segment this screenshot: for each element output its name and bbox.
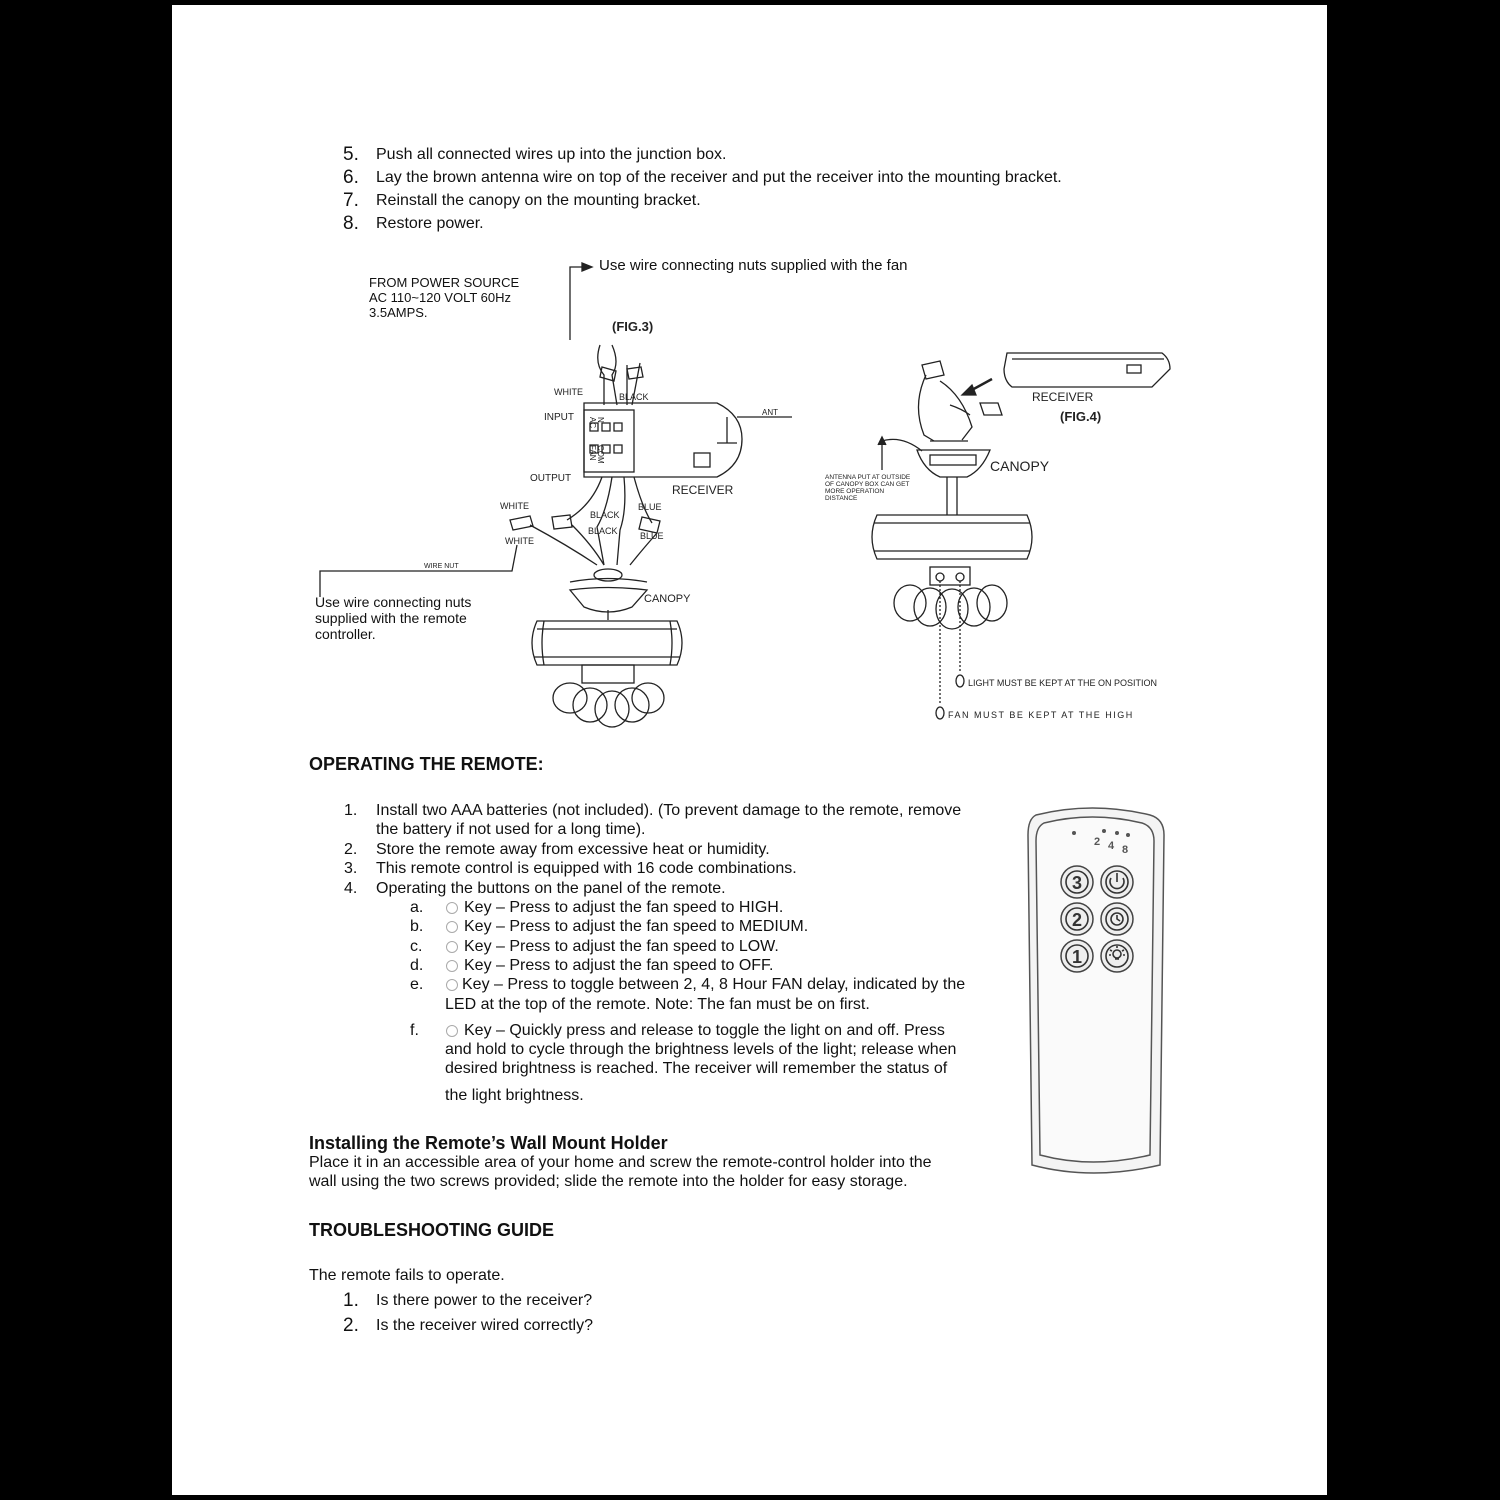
sub-line: desired brightness is reached. The recei… [445,1060,948,1077]
antenna-note-line: MORE OPERATION [825,488,884,495]
remote-control-illustration: 2 4 8 [1027,807,1165,1174]
speed-3-icon [446,902,458,914]
operating-item-number: 2. [344,841,358,858]
power-source-line: AC 110~120 VOLT 60Hz [369,290,512,305]
power-icon [1109,877,1125,890]
operating-item-line: the battery if not used for a long time)… [376,821,646,838]
fig3-label: (FIG.3) [612,319,653,334]
svg-text:COM: COM [596,445,605,464]
timer-icon [446,979,458,991]
troubleshoot-number: 2. [343,1315,359,1336]
label-output: OUTPUT [530,473,571,484]
button-1-label: 1 [1072,947,1082,967]
operating-item-line: Operating the buttons on the panel of th… [376,880,726,897]
troubleshooting-heading: TROUBLESHOOTING GUIDE [309,1220,555,1240]
operating-item-number: 1. [344,802,358,819]
label-canopy-fig4: CANOPY [990,458,1050,474]
sub-line: Key – Press to toggle between 2, 4, 8 Ho… [462,976,966,993]
fig3-wiring-diagram: WHITE BLACK INPUT ANT OUTPUT RECEIVER WH… [319,262,792,728]
fig3-top-note: Use wire connecting nuts supplied with t… [599,257,908,274]
sub-line: LED at the top of the remote. Note: The … [445,996,870,1013]
label-white-out: WHITE [500,501,529,511]
label-black-out2: BLACK [588,526,618,536]
remote-nuts-line: supplied with the remote [315,610,467,626]
step-number: 7. [343,190,359,211]
speed-1-icon [446,941,458,953]
led-label-8: 8 [1122,844,1128,856]
operating-item-line: Store the remote away from excessive hea… [376,841,770,858]
svg-text:N: N [596,417,605,423]
label-white-out2: WHITE [505,536,534,546]
sub-line: Key – Quickly press and release to toggl… [464,1022,945,1039]
label-receiver-fig4: RECEIVER [1032,390,1094,404]
sub-letter: a. [410,899,424,916]
sub-letter: c. [410,938,423,955]
troubleshoot-text: Is there power to the receiver? [376,1292,593,1309]
troubleshoot-text: Is the receiver wired correctly? [376,1317,593,1334]
remote-nuts-note: Use wire connecting nuts supplied with t… [315,594,471,642]
operating-heading: OPERATING THE REMOTE: [309,754,544,774]
power-source-note: FROM POWER SOURCE AC 110~120 VOLT 60Hz 3… [369,275,519,320]
manual-page: 5. Push all connected wires up into the … [172,5,1327,1495]
label-blue-out2: BLUE [640,531,664,541]
step-text: Push all connected wires up into the jun… [376,146,727,163]
step-text: Restore power. [376,215,484,232]
troubleshoot-number: 1. [343,1290,359,1311]
operating-item-number: 3. [344,860,358,877]
sub-line: Key – Press to adjust the fan speed to O… [464,957,774,974]
label-wire-nut: WIRE NUT [424,563,459,570]
step-text: Reinstall the canopy on the mounting bra… [376,192,701,209]
antenna-note-line: ANTENNA PUT AT OUTSIDE [825,474,911,481]
antenna-note-line: OF CANOPY BOX CAN GET [825,481,909,488]
label-black-out: BLACK [590,510,620,520]
operating-item-line: This remote control is equipped with 16 … [376,860,797,877]
speed-2-icon [446,921,458,933]
sub-letter: b. [410,918,424,935]
sub-line: the light brightness. [445,1087,584,1104]
label-black-top: BLACK [619,392,649,402]
step-number: 8. [343,213,359,234]
wall-mount-line: Place it in an accessible area of your h… [309,1154,932,1171]
operating-item-line: Install two AAA batteries (not included)… [376,802,962,819]
sub-letter: d. [410,957,424,974]
label-blue-out: BLUE [638,502,662,512]
fig4-receiver-diagram: RECEIVER (FIG.4) CANOPY ANTENNA PUT AT O… [825,352,1171,720]
sub-letter: e. [410,976,424,993]
remote-nuts-line: controller. [315,626,376,642]
troubleshooting-intro: The remote fails to operate. [309,1267,505,1284]
power-source-line: 3.5AMPS. [369,305,428,320]
sub-line: Key – Press to adjust the fan speed to H… [464,899,784,916]
label-white-top: WHITE [554,387,583,397]
light-icon [446,1025,458,1037]
sub-line: Key – Press to adjust the fan speed to L… [464,938,779,955]
power-source-line: FROM POWER SOURCE [369,275,520,290]
label-input: INPUT [544,412,574,423]
remote-nuts-line: Use wire connecting nuts [315,594,472,610]
label-canopy-fig3: CANOPY [644,593,691,605]
button-2-label: 2 [1072,910,1082,930]
fig4-label: (FIG.4) [1060,409,1101,424]
led-label-4: 4 [1108,840,1115,852]
wall-mount-line: wall using the two screws provided; slid… [309,1173,908,1190]
step-text: Lay the brown antenna wire on top of the… [376,169,1062,186]
led-label-2: 2 [1094,836,1100,848]
sub-line: and hold to cycle through the brightness… [445,1041,957,1058]
power-icon [446,960,458,972]
sub-letter: f. [410,1022,419,1039]
label-ant: ANT [762,408,778,417]
svg-text:FAN: FAN [588,445,597,461]
button-3-label: 3 [1072,873,1082,893]
fan-chain-note: FAN MUST BE KEPT AT THE HIGH [948,710,1134,720]
sub-line: Key – Press to adjust the fan speed to M… [464,918,809,935]
light-chain-note: LIGHT MUST BE KEPT AT THE ON POSITION [968,678,1157,688]
wall-mount-heading: Installing the Remote’s Wall Mount Holde… [309,1133,668,1153]
antenna-note-line: DISTANCE [825,495,858,502]
step-number: 6. [343,167,359,188]
label-receiver-fig3: RECEIVER [672,483,734,497]
operating-item-number: 4. [344,880,358,897]
svg-text:AC: AC [588,417,597,428]
step-number: 5. [343,144,359,165]
